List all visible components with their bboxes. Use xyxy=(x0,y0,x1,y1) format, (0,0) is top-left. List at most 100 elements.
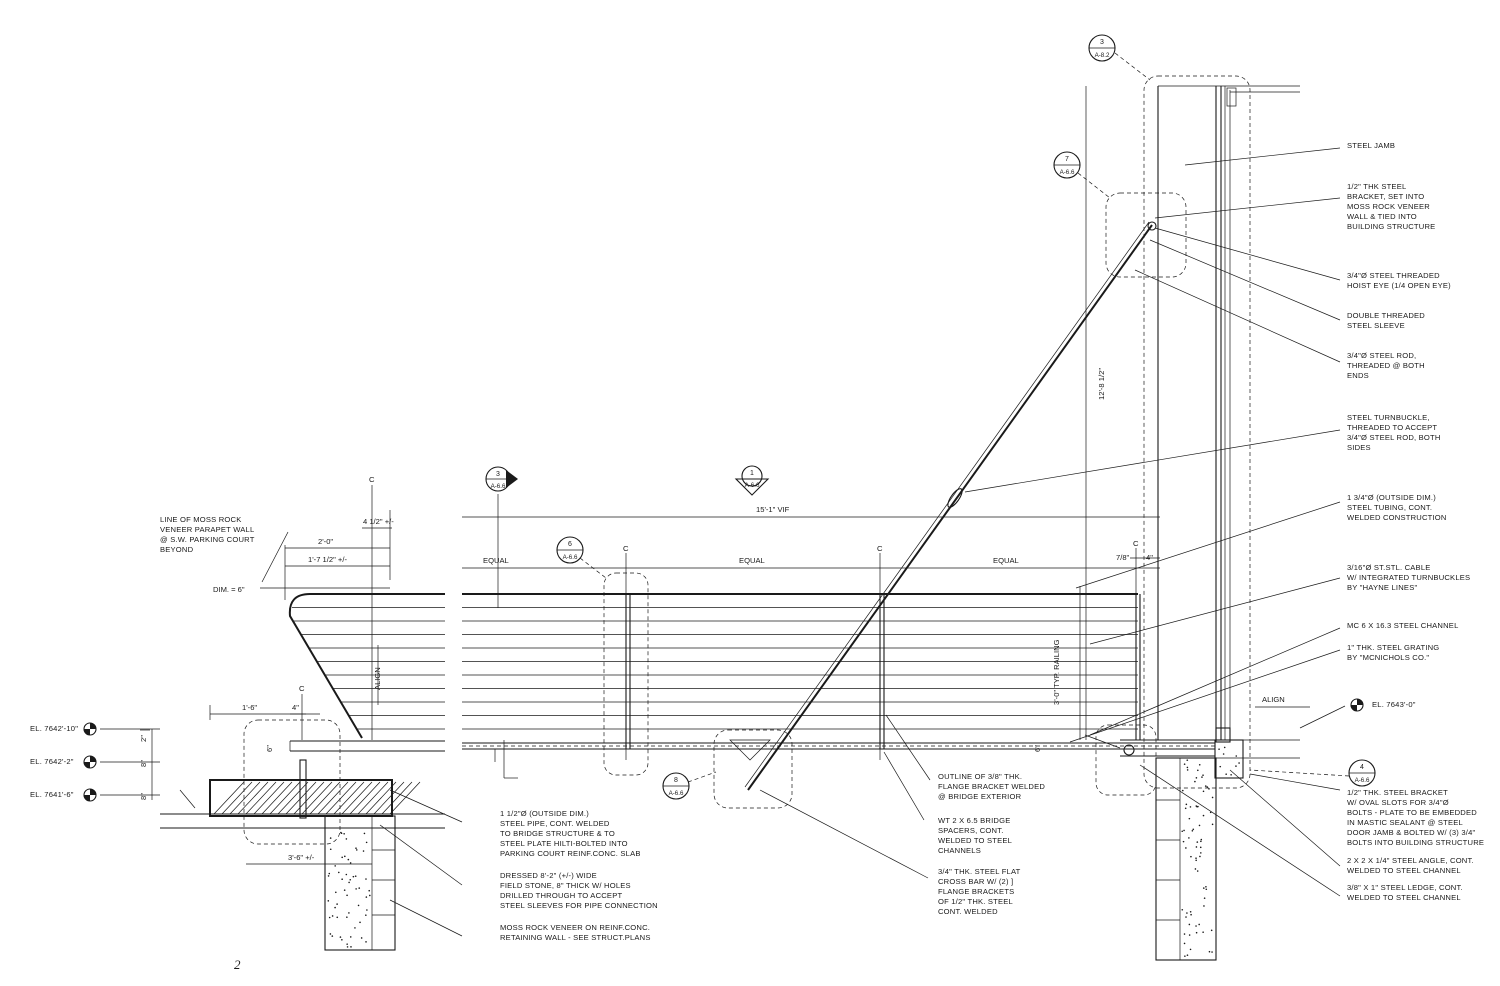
stipple-dot xyxy=(346,946,349,948)
elevation-marker-1: EL. 7642'-10" xyxy=(30,722,97,736)
stipple-dot xyxy=(1185,803,1188,806)
callout-turnbuckle: STEEL TURNBUCKLE, THREADED TO ACCEPT 3/4… xyxy=(1347,413,1440,452)
svg-text:EL. 7643'-0": EL. 7643'-0" xyxy=(1372,700,1416,709)
steel-jamb xyxy=(1084,85,1300,759)
stipple-dot xyxy=(1198,763,1201,766)
stipple-dot xyxy=(1186,912,1188,914)
stipple-dot xyxy=(329,837,332,839)
stipple-dot xyxy=(1188,923,1191,926)
stipple-dot xyxy=(366,909,368,911)
stipple-dot xyxy=(1211,823,1214,826)
hatch-line xyxy=(277,781,309,815)
callout-crossbar: 3/4" THK. STEEL FLAT CROSS BAR W/ (2) ] … xyxy=(938,867,1023,916)
stipple-dot xyxy=(341,878,343,881)
stipple-dot xyxy=(346,943,348,945)
elevation-marker-4: EL. 7643'-0" xyxy=(1350,698,1416,712)
svg-text:2: 2 xyxy=(234,957,241,972)
stipple-dot xyxy=(339,936,342,938)
stipple-dot xyxy=(1205,888,1208,891)
stipple-dot xyxy=(1182,840,1185,843)
callout-sleeve: DOUBLE THREADED STEEL SLEEVE xyxy=(1347,311,1425,330)
stipple-dot xyxy=(1189,948,1192,951)
svg-text:4 1/2" +/-: 4 1/2" +/- xyxy=(363,517,394,526)
stipple-dot xyxy=(1189,806,1192,808)
detail-outlines xyxy=(243,75,1251,845)
hatch-line xyxy=(221,781,253,815)
svg-text:3'-6" +/-: 3'-6" +/- xyxy=(288,853,315,862)
stipple-dot xyxy=(1225,773,1227,775)
svg-text:A-6.6: A-6.6 xyxy=(1355,777,1370,784)
stipple-dot xyxy=(1188,837,1190,839)
stipple-dot xyxy=(345,873,348,876)
svg-text:8": 8" xyxy=(139,760,148,767)
stipple-dot xyxy=(1188,934,1191,936)
svg-text:WT 2 X 6.5 BRIDGE SPACER: WT 2 X 6.5 BRIDGE SPACERS, CONT. WELDED … xyxy=(938,816,1014,855)
stipple-dot xyxy=(357,904,360,907)
svg-text:1/2" THK. STEEL BRACKET: 1/2" THK. STEEL BRACKET W/ OVAL SLOTS FO… xyxy=(1347,788,1484,847)
callout-bracket: 1/2" THK STEEL BRACKET, SET INTO MOSS RO… xyxy=(1347,182,1435,231)
stipple-dot xyxy=(1202,887,1205,889)
stipple-dot xyxy=(1223,746,1226,749)
stipple-dot xyxy=(363,832,366,835)
svg-text:EQUAL: EQUAL xyxy=(993,556,1019,565)
stipple-dot xyxy=(327,875,330,877)
svg-text:6: 6 xyxy=(568,541,572,548)
stipple-dot xyxy=(329,933,332,935)
stipple-dot xyxy=(355,888,357,890)
svg-text:8: 8 xyxy=(674,777,678,784)
svg-text:3/4" THK. STEEL FLAT CRO: 3/4" THK. STEEL FLAT CROSS BAR W/ (2) ] … xyxy=(938,867,1023,916)
hatch-line xyxy=(349,781,381,815)
stipple-dot xyxy=(362,850,365,852)
stipple-dot xyxy=(343,889,346,891)
stipple-dot xyxy=(1185,847,1187,849)
svg-text:3/16"Ø ST.STL. CABLE W/: 3/16"Ø ST.STL. CABLE W/ INTEGRATED TURNB… xyxy=(1347,563,1473,592)
hatch-line xyxy=(341,781,373,815)
svg-text:EL. 7642'-2": EL. 7642'-2" xyxy=(30,757,74,766)
stipple-dot xyxy=(1196,805,1198,808)
hatch-line xyxy=(261,781,293,815)
elevation-marker-3: EL. 7641'-6" xyxy=(30,788,97,802)
hatch-line xyxy=(245,781,277,815)
hatch-line xyxy=(317,781,349,815)
svg-text:1 1/2"Ø (OUTSIDE DIM.) S: 1 1/2"Ø (OUTSIDE DIM.) STEEL PIPE, CONT.… xyxy=(500,809,641,858)
svg-text:A-6.6: A-6.6 xyxy=(669,790,684,797)
svg-text:3/4"Ø STEEL ROD, THREADE: 3/4"Ø STEEL ROD, THREADED @ BOTH ENDS xyxy=(1347,351,1427,380)
svg-text:6": 6" xyxy=(265,745,274,752)
callout-flange: OUTLINE OF 3/8" THK. FLANGE BRACKET WELD… xyxy=(938,772,1045,801)
stipple-dot xyxy=(348,881,350,884)
stipple-dot xyxy=(1186,766,1189,769)
hatch-line xyxy=(309,781,341,815)
callout-pipe: 1 1/2"Ø (OUTSIDE DIM.) STEEL PIPE, CONT.… xyxy=(500,809,641,858)
stipple-dot xyxy=(1190,913,1192,916)
left-detail xyxy=(140,593,445,951)
svg-text:C: C xyxy=(877,544,883,553)
stipple-dot xyxy=(1222,753,1225,755)
callout-moss-line: LINE OF MOSS ROCK VENEER PARAPET WALL @ … xyxy=(160,515,255,554)
svg-text:8": 8" xyxy=(139,793,148,800)
callout-rod: 3/4"Ø STEEL ROD, THREADED @ BOTH ENDS xyxy=(1347,351,1427,380)
stipple-dot xyxy=(1199,852,1202,854)
stipple-dot xyxy=(340,832,343,835)
callout-hoist-eye: 3/4"Ø STEEL THREADED HOIST EYE (1/4 OPEN… xyxy=(1347,271,1451,290)
svg-text:C: C xyxy=(369,475,375,484)
stipple-dot xyxy=(1203,897,1206,899)
hatch-line xyxy=(373,781,405,815)
stipple-dot xyxy=(331,915,334,917)
hatch-line xyxy=(325,781,357,815)
stipple-dot xyxy=(360,937,363,939)
stipple-dot xyxy=(1199,855,1201,858)
svg-text:4": 4" xyxy=(292,703,299,712)
stipple-dot xyxy=(1189,910,1192,913)
left-cable-lines xyxy=(292,607,445,730)
stipple-dot xyxy=(1202,814,1205,817)
stipple-dot xyxy=(1195,777,1198,779)
svg-text:3/8" X 1" STEEL LEDGE, CONT.: 3/8" X 1" STEEL LEDGE, CONT. WELDED TO S… xyxy=(1347,883,1465,902)
stipple-dot xyxy=(1211,796,1214,799)
stipple-dot xyxy=(1202,931,1204,933)
svg-text:1/2" THK STEEL BRACKET,: 1/2" THK STEEL BRACKET, SET INTO MOSS RO… xyxy=(1347,182,1435,231)
svg-text:DIM. = 6": DIM. = 6" xyxy=(213,585,245,594)
stipple-dot xyxy=(1190,855,1192,858)
hatch-line xyxy=(365,781,397,815)
stipple-dot xyxy=(1194,780,1196,783)
